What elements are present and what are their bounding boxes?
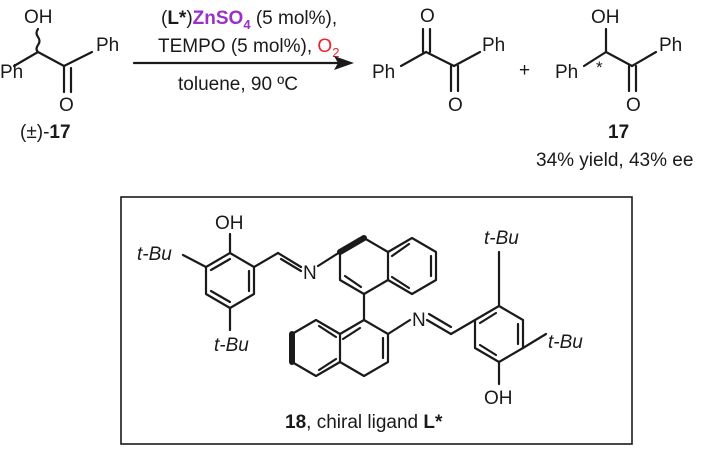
reactant-bond — [62, 50, 94, 68]
lower-naph-double — [317, 357, 338, 372]
ligand-n-right: N — [412, 310, 426, 331]
conditions-line-2: TEMPO (5 mol%), O2 — [158, 36, 339, 60]
left-phenol-ring — [204, 251, 256, 310]
benzil-bond — [452, 50, 482, 68]
left-phenol-ring-double — [209, 289, 232, 304]
benzoin-o-label: O — [626, 95, 641, 116]
ligand-n-left: N — [303, 263, 317, 284]
ligand-tbu-left: t-Bu — [137, 244, 172, 265]
right-phenol-ring-double — [478, 343, 498, 357]
benzoin-bond — [604, 50, 634, 68]
reactant-oh-label: OH — [24, 7, 53, 28]
conditions-line-1: (L*)ZnSO4 (5 mol%), — [161, 8, 337, 32]
product-benzoin-structure: OH Ph * O Ph 17 34% yield, 43% ee — [536, 7, 693, 171]
left-phenol-ring-double — [209, 257, 232, 272]
lower-naph-double — [317, 324, 338, 339]
benzil-o-bottom: O — [448, 95, 463, 116]
ligand-tbu-right-top: t-Bu — [484, 228, 519, 249]
upper-naph-double — [390, 242, 411, 258]
left-imine-cn — [276, 251, 303, 269]
benzil-ph-right: Ph — [482, 35, 505, 56]
right-imine-cn-double — [427, 312, 453, 329]
conditions-line-3: toluene, 90 ºC — [178, 74, 298, 95]
ligand-caption: 18, chiral ligand L* — [285, 412, 443, 433]
upper-naph-double — [343, 274, 363, 289]
benzoin-ph-right: Ph — [659, 35, 682, 56]
reactant-o-label: O — [59, 95, 74, 116]
yield-ee-text: 34% yield, 43% ee — [536, 150, 693, 171]
product-benzil-structure: Ph O O Ph — [372, 6, 505, 116]
benzil-bond — [424, 50, 456, 68]
lower-naph-ring-a — [338, 318, 390, 378]
reactant-structure: OH Ph Ph O (±)-17 — [0, 7, 119, 143]
upper-naph-bold-bond — [337, 235, 367, 255]
left-tbu-bond — [181, 253, 208, 269]
ligand-oh-bottom: OH — [484, 388, 513, 409]
upper-naph-ring-b — [386, 236, 438, 296]
lower-naph-double — [341, 326, 362, 341]
ligand-tbu-left-bottom: t-Bu — [214, 335, 249, 356]
benzoin-oh-label: OH — [591, 7, 620, 28]
stereocenter-star: * — [596, 58, 603, 77]
right-tbu-bond — [521, 332, 548, 350]
reactant-ph-right: Ph — [96, 35, 119, 56]
right-imine-cn — [425, 318, 453, 336]
lower-naph-ring-b — [290, 318, 342, 378]
benzoin-compound-label: 17 — [608, 122, 629, 143]
benzoin-ph-left: Ph — [555, 62, 578, 83]
reactant-ph-left: Ph — [0, 62, 23, 83]
reactant-bond — [12, 50, 40, 68]
plus-sign: + — [519, 60, 530, 81]
upper-naph-double — [390, 275, 411, 290]
reactant-compound-label: (±)-17 — [20, 122, 71, 143]
benzil-o-top: O — [420, 6, 435, 27]
ligand-tbu-right: t-Bu — [548, 332, 583, 353]
right-phenol-ring — [473, 304, 525, 364]
benzil-bond — [399, 50, 428, 68]
reactant-bond — [36, 50, 66, 68]
benzoin-bond — [630, 50, 658, 68]
reaction-conditions: (L*)ZnSO4 (5 mol%), TEMPO (5 mol%), O2 t… — [132, 8, 354, 95]
ligand-box-frame — [120, 196, 633, 445]
benzil-ph-left: Ph — [372, 62, 395, 83]
reaction-arrow-head — [334, 56, 354, 70]
ligand-structure: OH t-Bu t-Bu N N — [137, 213, 583, 409]
right-phenol-ring-double — [478, 311, 498, 325]
ligand-oh-top: OH — [215, 213, 244, 234]
right-imine-ch — [449, 318, 477, 336]
left-imine-cn-double — [279, 257, 303, 273]
right-c-n-bond — [386, 318, 412, 336]
benzoin-bond — [582, 50, 608, 68]
reactant-wavy-bond — [35, 27, 41, 54]
left-imine-ch — [252, 251, 280, 269]
left-n-naph-bond — [316, 250, 342, 268]
